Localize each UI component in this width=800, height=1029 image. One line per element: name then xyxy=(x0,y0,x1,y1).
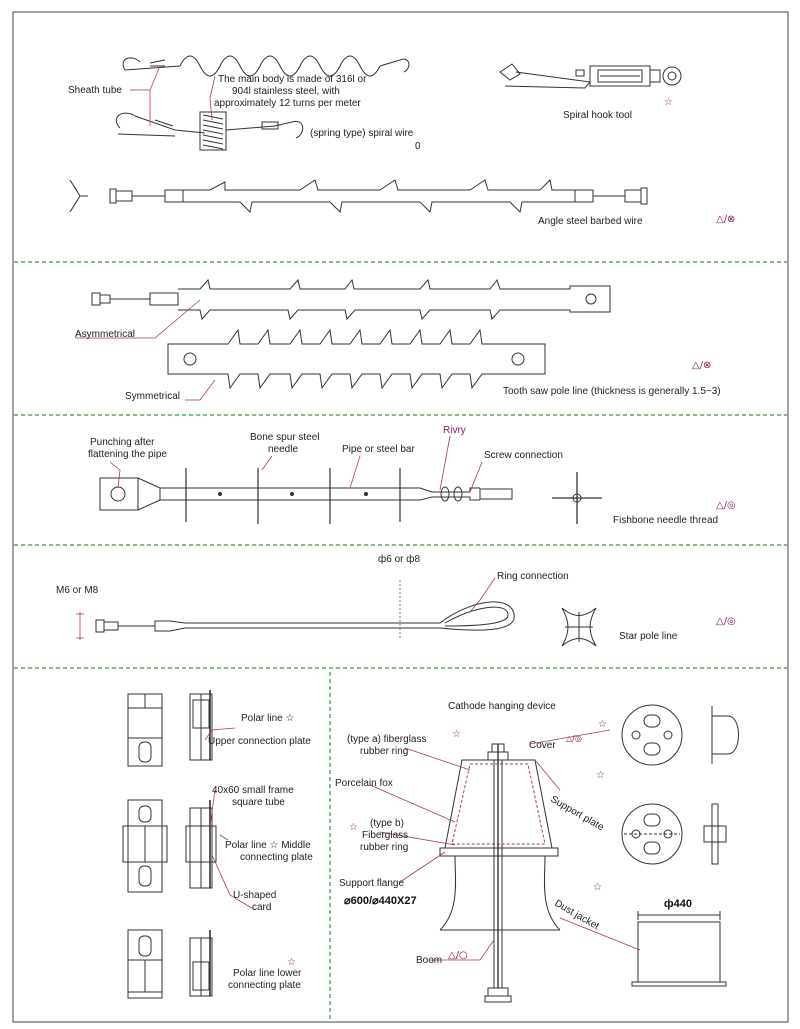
cathode-device-label: Cathode hanging device xyxy=(448,701,556,712)
fishbone-label: Fishbone needle thread xyxy=(613,515,719,526)
bone-spur-label-line2: needle xyxy=(268,444,299,455)
panel-separators xyxy=(14,261,787,1020)
spiral-wire-assembly xyxy=(115,55,410,151)
cover-label: Cover xyxy=(529,740,556,751)
asymmetrical-label: Asymmetrical xyxy=(75,329,136,340)
support-flange-label: Support flange xyxy=(339,878,405,889)
fishbone-cross-section xyxy=(552,472,602,524)
spiral-wire-label-2: 0 xyxy=(415,141,421,152)
lower-connecting-plates xyxy=(127,929,213,999)
polar-line-label: Polar line ☆ xyxy=(241,713,295,724)
angle-steel-label: Angle steel barbed wire xyxy=(538,216,643,227)
spring-coil xyxy=(199,111,227,151)
u-shaped-card-label-line2: card xyxy=(252,902,272,913)
triangle-circle-symbol: △/◎ xyxy=(716,500,736,511)
star-symbol: ☆ xyxy=(596,770,605,781)
dust-jacket-view xyxy=(631,911,727,987)
boom-symbol: △/○ xyxy=(448,950,468,961)
flange-dimensions: ⌀600/⌀440X27 xyxy=(344,895,417,907)
main-body-label-line1: The main body is made of 316l or xyxy=(218,74,367,85)
main-body-label-line2: 904l stainless steel, with xyxy=(232,86,340,97)
rivry-label: Rivry xyxy=(443,425,466,436)
small-frame-label-line2: square tube xyxy=(232,797,285,808)
leader-lines-p4 xyxy=(469,577,496,613)
symmetrical-label: Symmetrical xyxy=(125,391,181,402)
m6-m8-label: M6 or M8 xyxy=(56,585,99,596)
polar-middle-label-line2: connecting plate xyxy=(240,852,313,863)
leader-lines-p6 xyxy=(369,729,641,961)
triangle-circle-symbol: △/⊗ xyxy=(716,214,736,225)
sheath-tube-label: Sheath tube xyxy=(68,85,122,96)
support-plate-views xyxy=(621,704,739,865)
small-frame-label-line1: 40x60 small frame xyxy=(212,785,294,796)
bone-spur-label-line1: Bone spur steel xyxy=(250,432,320,443)
star-cross-section xyxy=(561,607,597,647)
star-symbol: ☆ xyxy=(664,97,673,108)
star-symbol: ☆ xyxy=(593,882,602,893)
type-a-label-line2: rubber ring xyxy=(360,746,409,757)
type-b-label-line3: rubber ring xyxy=(360,842,409,853)
star-symbol: ☆ xyxy=(598,719,607,730)
polar-lower-label-line2: connecting plate xyxy=(228,980,301,991)
leader-lines-p3 xyxy=(109,435,483,493)
middle-connecting-plates xyxy=(122,799,217,893)
spiral-hook-tool-label: Spiral hook tool xyxy=(563,110,632,121)
star-pole-label: Star pole line xyxy=(619,631,678,642)
polar-middle-label-line1: Polar line ☆ Middle xyxy=(225,840,311,851)
leader-lines-p1 xyxy=(130,65,216,126)
phi-440-label: ф440 xyxy=(664,898,692,910)
fishbone-needle-line xyxy=(99,468,513,524)
asymmetrical-saw-line xyxy=(91,278,611,321)
spiral-hook-tool xyxy=(499,63,682,89)
outer-frame xyxy=(12,11,789,1023)
leader-lines-p5 xyxy=(204,727,256,911)
triangle-circle-symbol: △/◎ xyxy=(716,616,736,627)
star-symbol: ☆ xyxy=(349,822,358,833)
ring-connection-pole xyxy=(76,580,515,640)
polar-lower-label-line1: Polar line lower xyxy=(233,968,302,979)
spiral-wire-label: (spring type) spiral wire xyxy=(310,128,414,139)
porcelain-label: Porcelain fox xyxy=(335,778,393,789)
tooth-saw-label: Tooth saw pole line (thickness is genera… xyxy=(503,386,721,397)
star-symbol: ☆ xyxy=(452,729,461,740)
star-symbol: ☆ xyxy=(287,957,296,968)
symmetrical-saw-line xyxy=(167,328,546,390)
leader-lines-p2 xyxy=(75,299,216,401)
u-shaped-card-label-line1: U-shaped xyxy=(233,890,277,901)
punching-label-line1: Punching after xyxy=(90,437,155,448)
upper-connection-plates xyxy=(127,690,213,767)
boom-label: Boom xyxy=(416,955,443,966)
type-b-label-line2: Fiberglass xyxy=(362,830,409,841)
ring-connection-label: Ring connection xyxy=(497,571,569,582)
upper-plate-label: Upper connection plate xyxy=(208,736,311,747)
type-a-label-line1: (type a) fiberglass xyxy=(347,734,427,745)
punching-label-line2: flattening the pipe xyxy=(88,449,167,460)
triangle-circle-symbol: △/⊗ xyxy=(692,360,712,371)
phi-label: ф6 or ф8 xyxy=(378,554,421,565)
cathode-hanging-device xyxy=(439,743,561,1003)
cover-symbol: △/◎ xyxy=(566,734,582,743)
angle-steel-barbed-wire xyxy=(69,178,648,214)
type-b-label-line1: (type b) xyxy=(370,818,404,829)
screw-connection-label: Screw connection xyxy=(484,450,563,461)
main-body-label-line3: approximately 12 turns per meter xyxy=(214,98,361,109)
pipe-bar-label: Pipe or steel bar xyxy=(342,444,415,455)
